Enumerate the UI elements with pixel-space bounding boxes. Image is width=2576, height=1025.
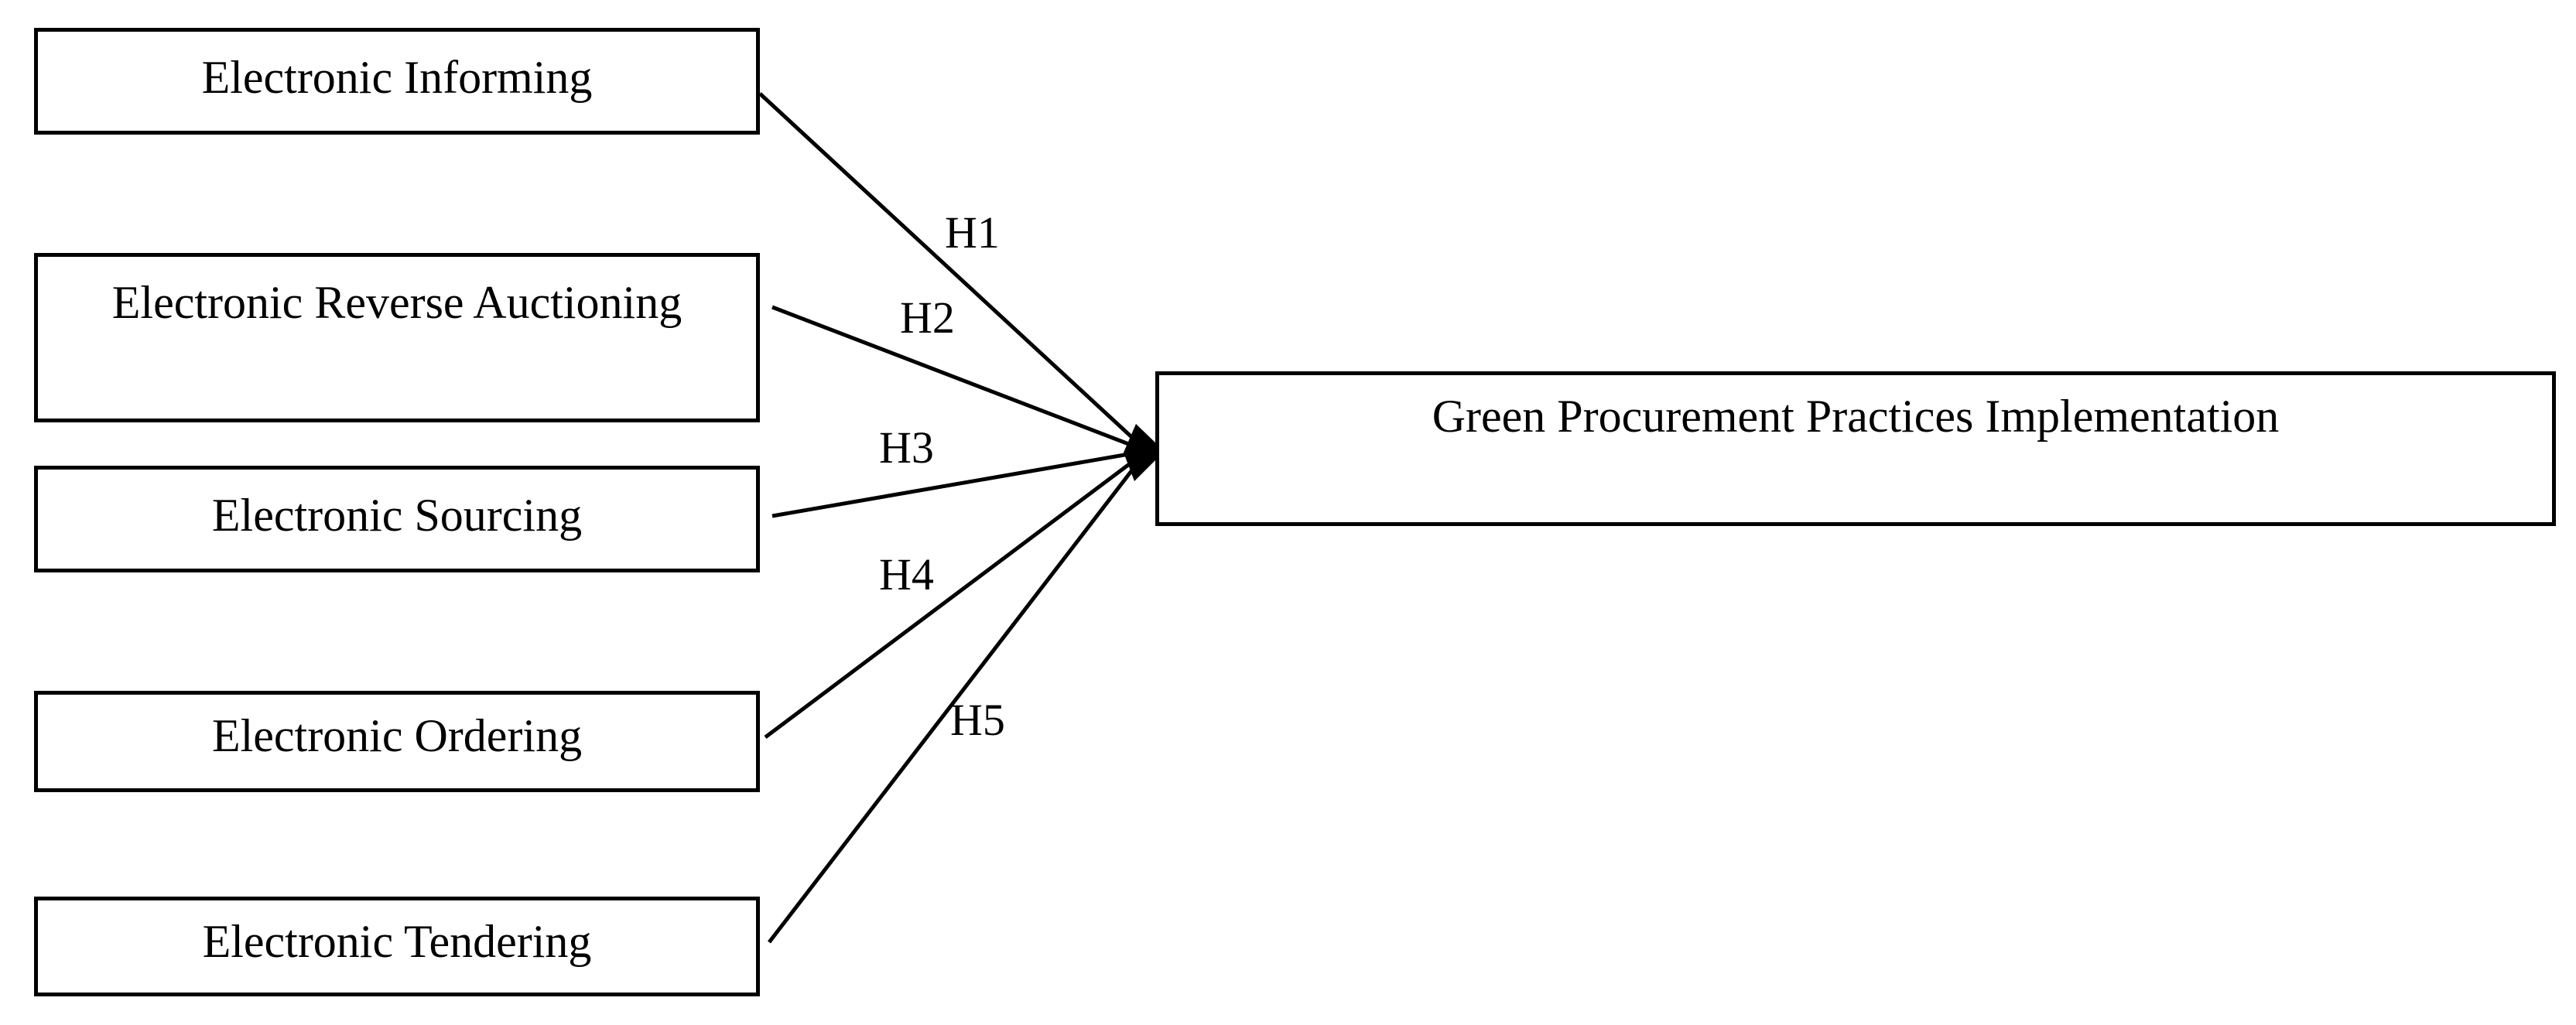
box-electronic-tendering: Electronic Tendering [34, 897, 760, 996]
arrow-h5 [768, 449, 1148, 944]
box-electronic-ordering: Electronic Ordering [34, 691, 760, 792]
label-electronic-sourcing: Electronic Sourcing [211, 490, 583, 541]
box-green-procurement-practices: Green Procurement Practices Implementati… [1155, 371, 2556, 526]
box-electronic-reverse-auctioning: Electronic Reverse Auctioning [34, 253, 760, 422]
label-electronic-tendering: Electronic Tendering [202, 916, 592, 967]
arrow-h4 [764, 449, 1148, 739]
hypothesis-label-h4: H4 [879, 549, 934, 600]
arrowhead [1124, 424, 1158, 481]
arrow-h3 [771, 449, 1148, 518]
box-electronic-informing: Electronic Informing [34, 28, 760, 135]
label-electronic-ordering: Electronic Ordering [211, 710, 583, 761]
hypothesis-label-h2: H2 [900, 292, 955, 343]
arrow-h2 [771, 305, 1148, 453]
arrow-h1 [758, 92, 1148, 453]
label-electronic-reverse-auctioning: Electronic Reverse Auctioning [111, 277, 682, 328]
box-electronic-sourcing: Electronic Sourcing [34, 466, 760, 572]
hypothesis-label-h1: H1 [945, 207, 1000, 258]
label-green-procurement-practices: Green Procurement Practices Implementati… [1432, 391, 2280, 442]
hypothesis-label-h5: H5 [950, 695, 1005, 745]
label-electronic-informing: Electronic Informing [201, 52, 593, 103]
hypothesis-label-h3: H3 [879, 422, 934, 473]
